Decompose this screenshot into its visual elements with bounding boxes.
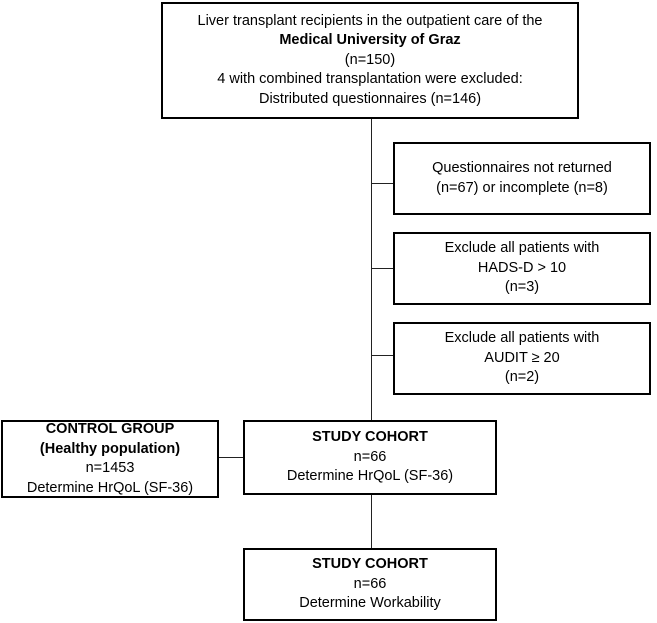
exclusion-2-line-2: HADS-D > 10 — [477, 259, 567, 276]
exclusion-connector-2 — [371, 268, 393, 269]
exclusion-box-not-returned: Questionnaires not returned (n=67) or in… — [393, 142, 651, 215]
control-description: Determine HrQoL (SF-36) — [26, 479, 194, 496]
top-institution: Medical University of Graz — [279, 32, 461, 49]
study-description: Determine HrQoL (SF-36) — [286, 468, 454, 485]
study2-count: n=66 — [353, 575, 387, 592]
exclusion-1-line-2: (n=67) or incomplete (n=8) — [436, 179, 608, 196]
exclusion-2-line-1: Exclude all patients with — [444, 240, 600, 257]
control-count: n=1453 — [85, 460, 135, 476]
exclusion-2-line-3: (n=3) — [504, 279, 540, 296]
study-title: STUDY COHORT — [312, 429, 428, 446]
study-to-workability-connector — [371, 494, 372, 549]
exclusion-3-line-1: Exclude all patients with — [444, 330, 600, 347]
exclusion-box-audit: Exclude all patients with AUDIT ≥ 20 (n=… — [393, 322, 651, 395]
control-connector — [218, 457, 243, 458]
exclusion-connector-3 — [371, 355, 393, 356]
control-subtitle: (Healthy population) — [39, 440, 181, 457]
control-group-box: CONTROL GROUP (Healthy population) n=145… — [1, 420, 219, 498]
study-cohort-workability-box: STUDY COHORT n=66 Determine Workability — [243, 548, 497, 621]
exclusion-3-line-3: (n=2) — [504, 369, 540, 386]
top-excluded-note: 4 with combined transplantation were exc… — [217, 71, 523, 88]
eligible-population-box: Liver transplant recipients in the outpa… — [161, 2, 579, 119]
control-title: CONTROL GROUP — [45, 421, 175, 437]
study2-description: Determine Workability — [299, 595, 441, 612]
main-vertical-connector — [371, 118, 372, 420]
exclusion-1-line-1: Questionnaires not returned — [432, 160, 612, 176]
top-distributed: Distributed questionnaires (n=146) — [258, 90, 482, 107]
exclusion-3-line-2: AUDIT ≥ 20 — [484, 349, 560, 366]
study2-title: STUDY COHORT — [312, 556, 428, 573]
study-count: n=66 — [353, 448, 387, 465]
top-line-1: Liver transplant recipients in the outpa… — [197, 12, 543, 29]
study-cohort-box: STUDY COHORT n=66 Determine HrQoL (SF-36… — [243, 420, 497, 495]
exclusion-connector-1 — [371, 183, 393, 184]
top-count: (n=150) — [344, 51, 396, 68]
exclusion-box-hads: Exclude all patients with HADS-D > 10 (n… — [393, 232, 651, 305]
